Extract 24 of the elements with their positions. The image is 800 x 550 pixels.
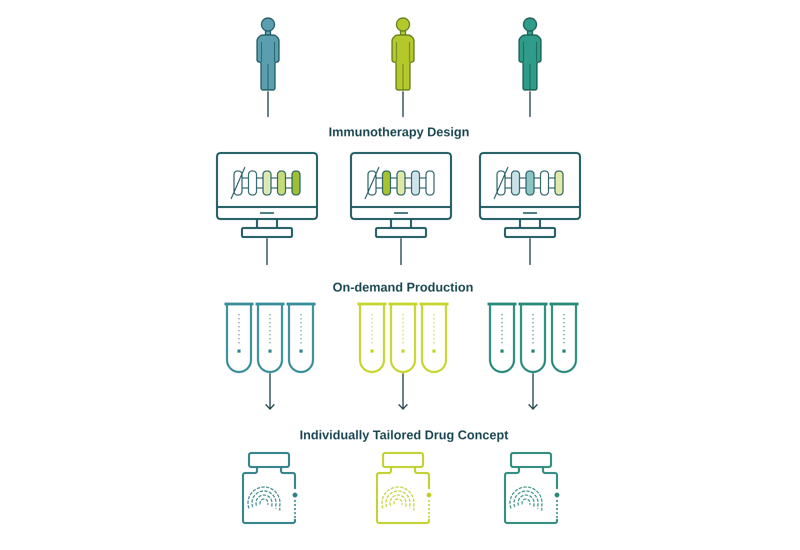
connector-line — [400, 238, 402, 265]
person-figure — [391, 17, 415, 91]
connector-line — [267, 91, 269, 117]
stage-label: On-demand Production — [333, 282, 473, 292]
connector-line — [529, 238, 531, 265]
vial — [376, 452, 432, 524]
test-tubes — [224, 302, 316, 374]
person-figure — [518, 17, 542, 91]
person-figure — [256, 17, 280, 91]
stage-label: Immunotherapy Design — [329, 127, 469, 139]
vial — [504, 452, 560, 524]
arrow — [528, 373, 538, 410]
connector-line — [266, 238, 268, 265]
stage-label: Individually Tailored Drug Concept — [300, 430, 508, 442]
computer-monitor — [479, 152, 581, 238]
connector-line — [529, 91, 531, 117]
computer-monitor — [350, 152, 452, 238]
computer-monitor — [216, 152, 318, 238]
arrow — [398, 373, 408, 410]
arrow — [265, 373, 275, 410]
vial — [242, 452, 298, 524]
test-tubes — [488, 302, 578, 374]
test-tubes — [358, 302, 448, 374]
connector-line — [402, 91, 404, 117]
